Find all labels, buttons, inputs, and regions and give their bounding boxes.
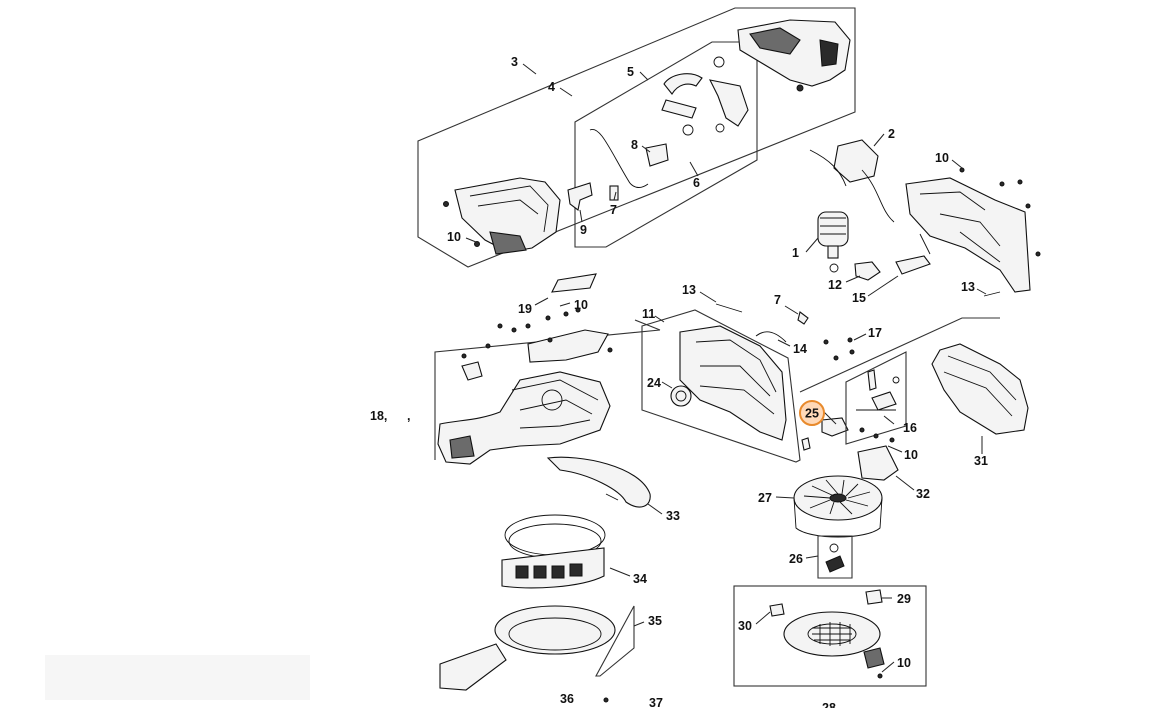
callout-6[interactable]: 6 [693,176,700,190]
leader-lines [465,63,987,673]
callout-28[interactable]: 28 [822,701,836,708]
callout-3[interactable]: 3 [511,55,518,69]
callout-numbers: 3 4 5 6 7 8 9 10 2 10 1 12 15 13 19 10 1… [370,55,988,708]
callout-32[interactable]: 32 [916,487,930,501]
part-35-lower-housing [439,605,635,703]
callout-1[interactable]: 1 [792,246,799,260]
watermark [45,655,310,700]
callout-24[interactable]: 24 [647,376,661,390]
callout-12[interactable]: 12 [828,278,842,292]
callout-18-comma: , [407,409,410,423]
callout-16[interactable]: 16 [903,421,917,435]
screws-19 [461,307,613,359]
callout-33[interactable]: 33 [666,509,680,523]
callout-11[interactable]: 11 [642,307,655,321]
part-32-bracket [857,445,899,481]
handle-assembly-group [417,7,856,268]
highlight-circle [799,400,825,426]
callout-10-right[interactable]: 10 [935,151,949,165]
callout-35[interactable]: 35 [648,614,662,628]
callout-25-label: 25 [805,407,819,421]
callout-27[interactable]: 27 [758,491,772,505]
callout-5[interactable]: 5 [627,65,634,79]
callout-37[interactable]: 37 [649,696,663,708]
callout-30[interactable]: 30 [738,619,752,633]
callout-4[interactable]: 4 [548,80,555,94]
callout-13-left[interactable]: 13 [682,283,696,297]
part-26-group [817,535,853,579]
callout-14[interactable]: 14 [793,342,807,356]
callout-17[interactable]: 17 [868,326,882,340]
left-housing-group [434,273,661,465]
callout-36[interactable]: 36 [560,692,574,706]
callout-10-mid[interactable]: 10 [904,448,918,462]
part-25-latch [821,417,849,437]
part-16-group [845,351,907,445]
part-27-fan [793,475,883,538]
callout-9[interactable]: 9 [580,223,587,237]
callout-10-handle[interactable]: 10 [447,230,461,244]
motor-assembly [809,139,1041,297]
middle-housing-group [641,303,1000,463]
part-33-34-group [501,456,651,589]
callout-7-upper[interactable]: 7 [610,203,617,217]
callout-10-bottom[interactable]: 10 [897,656,911,670]
callout-25-highlighted[interactable]: 25 [799,400,825,426]
callout-10-left[interactable]: 10 [574,298,588,312]
callout-29[interactable]: 29 [897,592,911,606]
part-28-group [733,585,927,687]
callout-18[interactable]: 18, [370,409,387,423]
callout-31[interactable]: 31 [974,454,988,468]
callout-2[interactable]: 2 [888,127,895,141]
callout-34[interactable]: 34 [633,572,647,586]
callout-15[interactable]: 15 [852,291,866,305]
callout-26[interactable]: 26 [789,552,803,566]
part-31-cover [931,343,1029,435]
callout-7-lower[interactable]: 7 [774,293,781,307]
callout-13-right[interactable]: 13 [961,280,975,294]
callout-19[interactable]: 19 [518,302,532,316]
callout-8[interactable]: 8 [631,138,638,152]
